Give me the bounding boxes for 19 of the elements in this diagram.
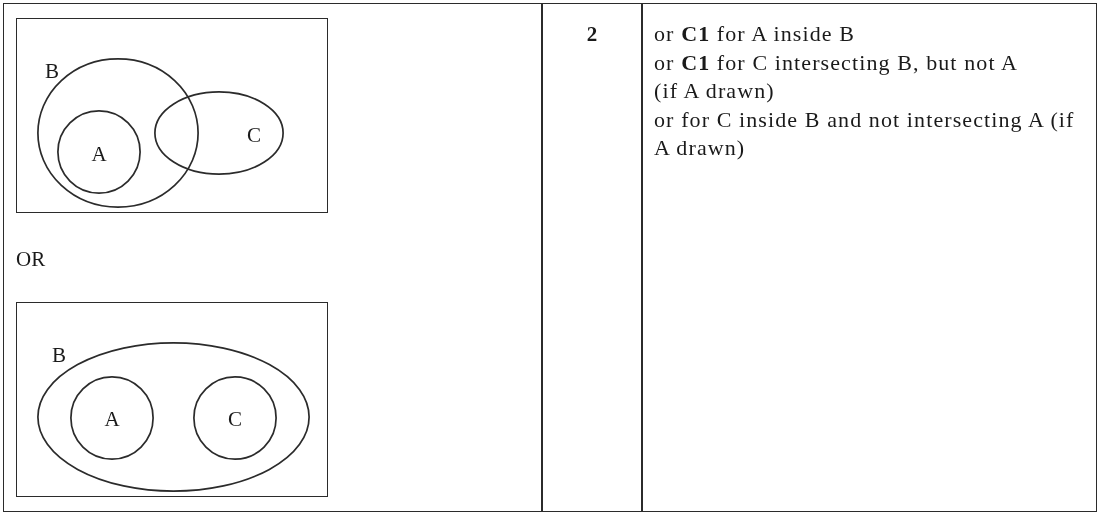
marking-note: or C1 for A inside B bbox=[654, 20, 857, 48]
set-label: A bbox=[91, 143, 107, 165]
separator-text: OR bbox=[16, 247, 46, 271]
universal-set-rectangle bbox=[16, 18, 328, 213]
set-label: B bbox=[45, 60, 59, 82]
set-label: C bbox=[247, 124, 261, 146]
set-label: A bbox=[104, 408, 120, 430]
set-ellipse bbox=[154, 91, 284, 175]
set-ellipse bbox=[37, 342, 310, 492]
set-ellipse bbox=[37, 58, 199, 208]
set-circle bbox=[70, 376, 154, 460]
universal-set-rectangle bbox=[16, 302, 328, 497]
marking-note: or C1 for C intersecting B, but not A (if A drawn) bbox=[654, 48, 1018, 105]
set-label: C bbox=[228, 408, 242, 430]
marking-note: or for C inside B and not intersecting A (if A drawn) bbox=[654, 105, 1076, 162]
marks-number: 2 bbox=[585, 21, 599, 48]
set-circle bbox=[57, 110, 141, 194]
set-circle bbox=[193, 376, 277, 460]
set-label: B bbox=[52, 344, 66, 366]
